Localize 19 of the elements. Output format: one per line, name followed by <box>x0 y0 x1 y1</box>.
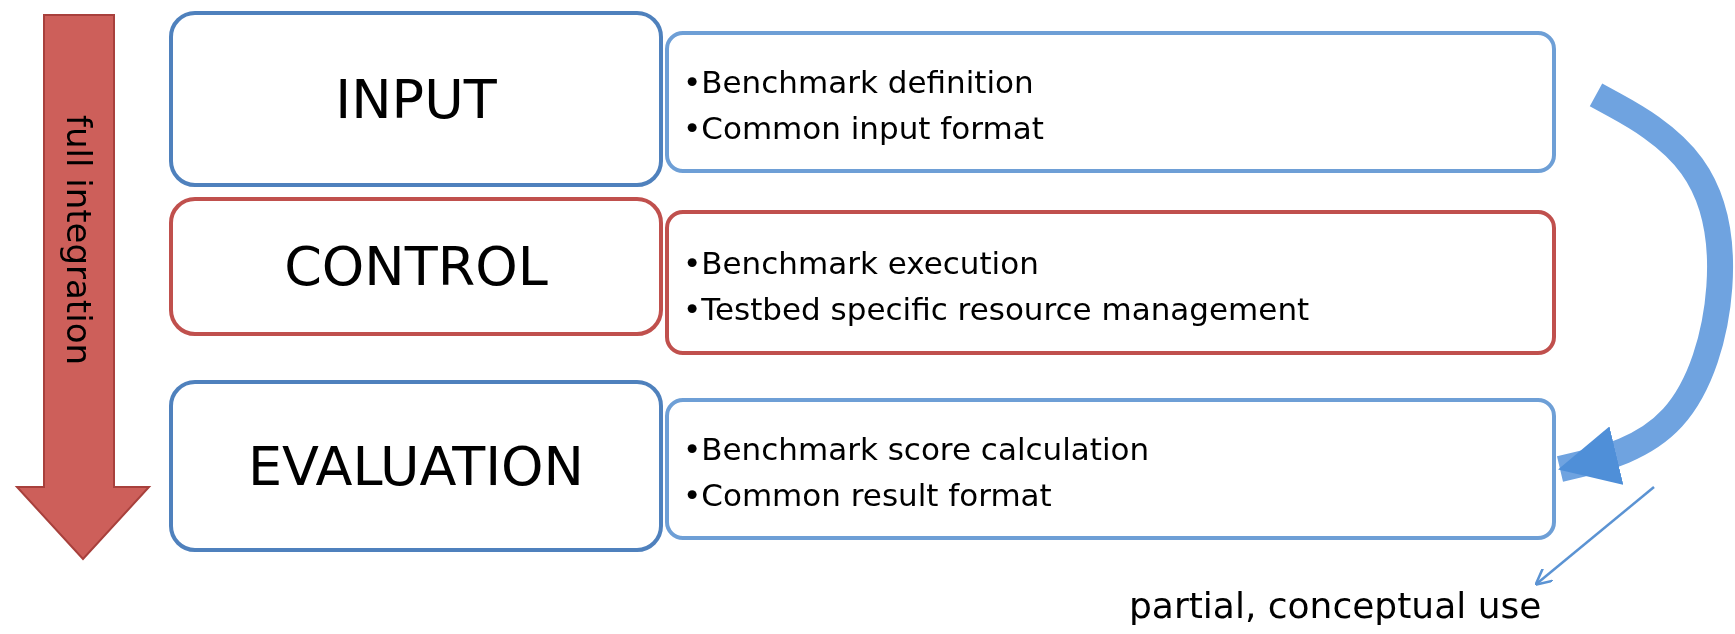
annotation-text: partial, conceptual use <box>1129 584 1542 628</box>
stage-title: INPUT <box>335 67 497 131</box>
stage-title: CONTROL <box>284 235 548 298</box>
bullet-item: •Testbed specific resource management <box>683 289 1311 329</box>
description-box <box>665 210 1556 355</box>
curved-arrow <box>1557 83 1733 485</box>
stage-title: EVALUATION <box>248 434 584 498</box>
bullet-item: •Common input format <box>683 109 1045 148</box>
description-box <box>665 398 1556 540</box>
stage-box <box>169 11 663 187</box>
bullet-item: •Benchmark score calculation <box>683 430 1151 469</box>
stage-box <box>169 380 663 552</box>
description-box <box>665 31 1556 173</box>
arrow <box>1534 486 1655 586</box>
stage-box <box>169 197 663 336</box>
bullet-item: •Benchmark definition <box>683 63 1035 102</box>
bullet-item: •Benchmark execution <box>683 243 1040 283</box>
bullet-item: •Common result format <box>683 476 1053 515</box>
axis-label: full integration <box>59 115 99 365</box>
